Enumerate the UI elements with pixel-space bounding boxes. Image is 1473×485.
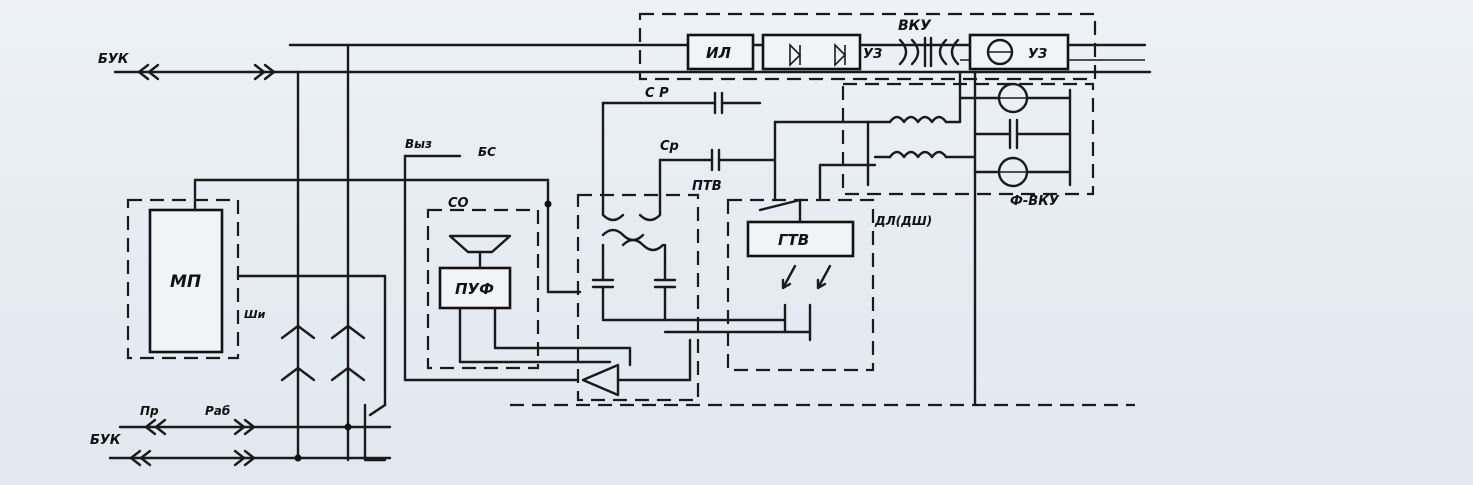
label-so: СО xyxy=(448,196,469,211)
diode-icon xyxy=(789,43,847,67)
coil-upper-icon xyxy=(888,115,948,124)
label-ptv: ПТВ xyxy=(692,179,722,194)
rectifier-block xyxy=(761,33,862,71)
label-vku: ВКУ xyxy=(898,18,932,34)
label-vyz: Выз xyxy=(405,137,432,151)
so-frame xyxy=(426,208,540,370)
label-bs: БС xyxy=(478,145,496,159)
gtv-block xyxy=(746,220,855,258)
label-puf: ПУФ xyxy=(455,280,494,298)
label-shi: Ши xyxy=(244,308,266,321)
label-uz1: УЗ xyxy=(863,47,882,62)
ptv-capacitors-icon xyxy=(591,243,677,322)
label-rab: Раб xyxy=(205,404,230,418)
vku-frame xyxy=(638,12,1097,81)
label-buk-top: БУК xyxy=(98,52,130,67)
label-cr2: Ср xyxy=(660,139,679,154)
label-cr1: С Р xyxy=(645,86,669,101)
transformer-icon xyxy=(898,36,960,68)
mp-block xyxy=(148,208,224,354)
f-vku-frame xyxy=(841,82,1095,196)
buk-bottom-connector xyxy=(129,418,256,467)
label-gtv: ГТВ xyxy=(778,231,809,249)
puf-block xyxy=(438,266,512,310)
coil-lower-icon xyxy=(888,150,948,159)
label-pr: Пр xyxy=(140,404,159,418)
label-f-vku: Ф-ВКУ xyxy=(1010,194,1060,209)
uz2-block xyxy=(968,33,1070,71)
il-block xyxy=(686,33,755,71)
light-emitter-icon xyxy=(781,264,832,290)
loudspeaker-icon xyxy=(448,234,512,270)
label-uz2: УЗ xyxy=(1028,47,1047,62)
label-buk-bottom: БУК xyxy=(90,433,122,448)
label-mp: МП xyxy=(170,272,201,292)
label-il: ИЛ xyxy=(706,44,732,62)
buk-top-connector xyxy=(137,63,276,81)
ptv-coil-icon xyxy=(601,213,665,252)
ptv-frame xyxy=(576,193,700,402)
switch-icon xyxy=(280,324,366,382)
mp-outer-frame xyxy=(126,198,240,360)
label-dsh: ДЛ(ДШ) xyxy=(874,214,932,228)
amplifier-icon xyxy=(581,363,620,397)
